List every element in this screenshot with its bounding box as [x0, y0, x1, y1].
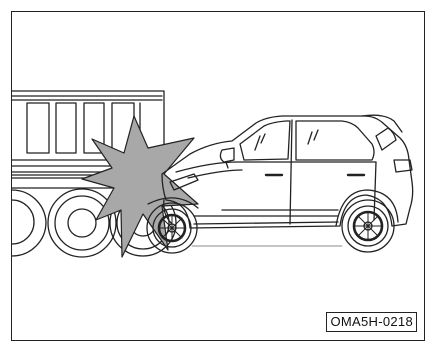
figure-frame: OMA5H-0218	[11, 11, 425, 341]
figure-code-label: OMA5H-0218	[326, 312, 417, 332]
suv	[147, 115, 413, 253]
truck-wheel-2	[48, 189, 116, 257]
collision-illustration	[12, 12, 424, 340]
suv-rear-wheel	[342, 200, 394, 252]
truck-wheel-1	[12, 190, 46, 256]
